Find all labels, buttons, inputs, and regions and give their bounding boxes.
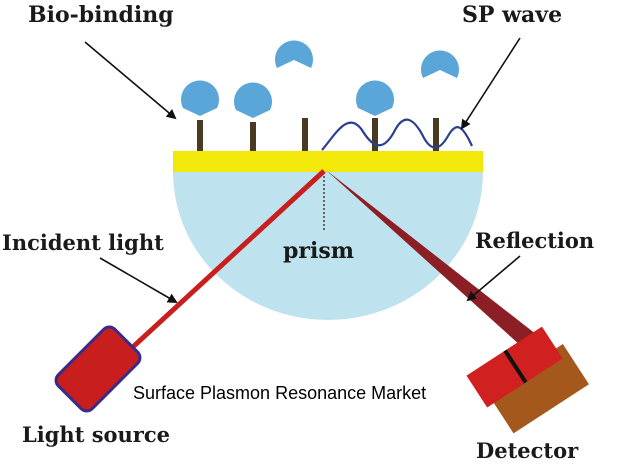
caption: Surface Plasmon Resonance Market (133, 383, 427, 403)
analyte-bound (355, 80, 395, 116)
prism-label: prism (283, 238, 354, 264)
detector-device (466, 326, 589, 434)
analytes (181, 40, 459, 118)
bio-binding-arrow (84, 41, 177, 120)
reflected-beam (326, 170, 546, 355)
incident-beam (108, 169, 326, 370)
reflection-arrow (466, 255, 521, 302)
analyte-free (275, 40, 313, 68)
bio-binding-label: Bio-binding (28, 2, 174, 28)
light-source-device (54, 325, 142, 413)
light-source-label: Light source (22, 422, 171, 447)
analyte-bound (234, 82, 273, 118)
reflection-label: Reflection (475, 228, 595, 253)
gold-film (173, 151, 483, 172)
sp-wave (321, 118, 474, 151)
probes (197, 118, 439, 151)
analyte-bound (181, 80, 220, 116)
sp-wave-arrow (460, 37, 521, 130)
probe (302, 118, 308, 151)
detector-back (487, 344, 589, 434)
probe (433, 118, 439, 151)
detector-slot (503, 349, 528, 384)
probe (372, 118, 378, 151)
analyte-free (421, 50, 459, 78)
probe (197, 120, 203, 151)
incident-light-arrow (99, 257, 178, 304)
prism-shape (173, 172, 483, 320)
incident-light-label: Incident light (2, 230, 164, 255)
detector-label: Detector (476, 438, 579, 463)
sp-wave-label: SP wave (462, 2, 563, 28)
probe (250, 122, 256, 151)
